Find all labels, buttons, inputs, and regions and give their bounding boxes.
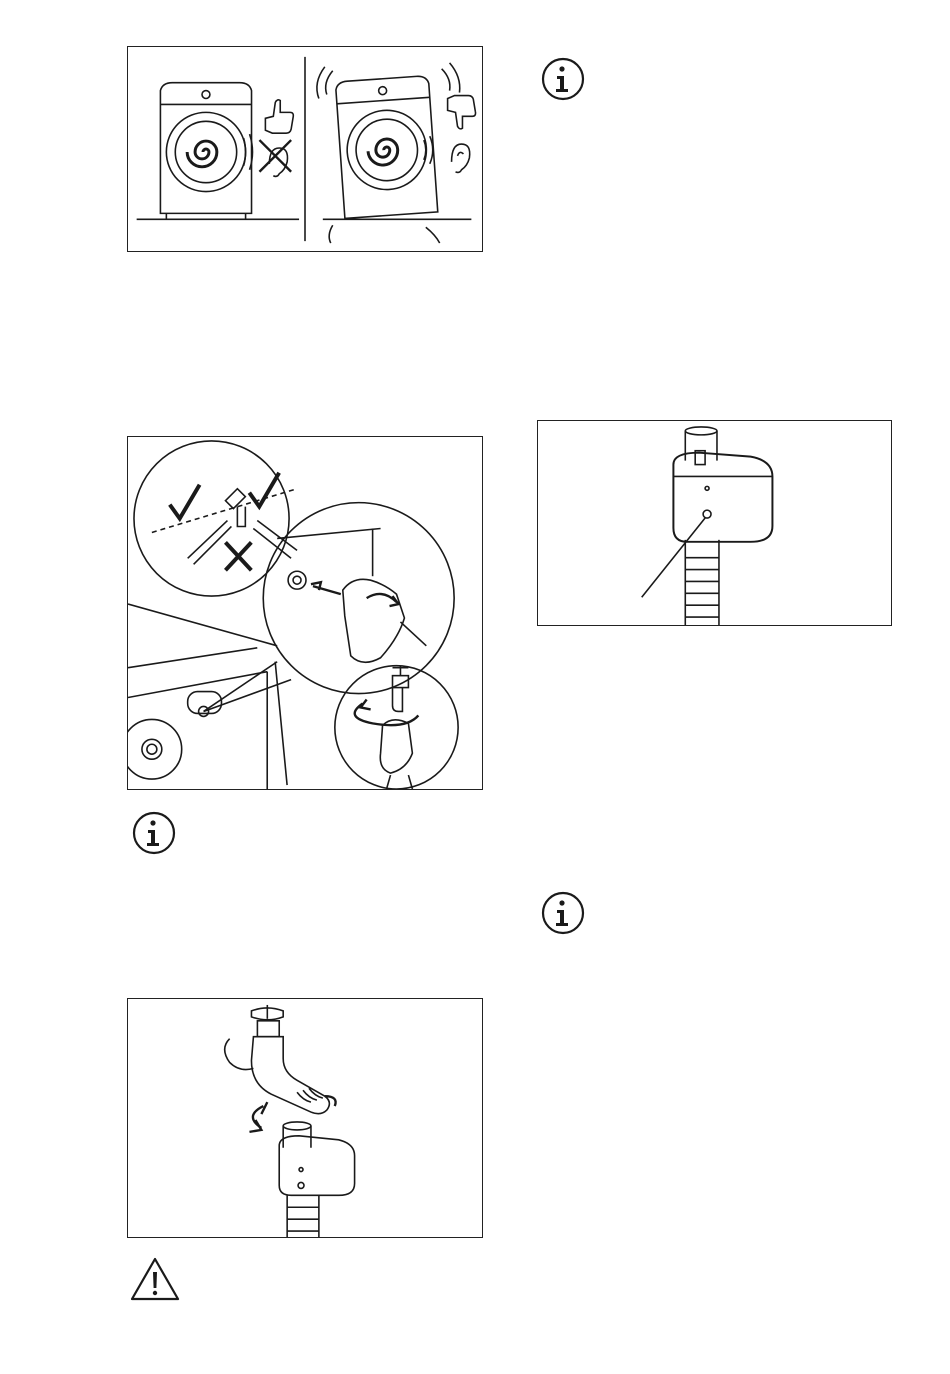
figure-inlet-hose-connection: [127, 436, 483, 790]
ear-icon: [452, 144, 470, 172]
cross-icon: [225, 542, 251, 570]
hose-connector-icon: [288, 571, 306, 589]
tap-icon: [225, 1005, 330, 1114]
check-icon: [249, 473, 279, 507]
washer-icon: [160, 83, 251, 220]
figure-washer-level: [127, 46, 483, 252]
check-icon: [170, 485, 200, 519]
tap-icon: [393, 666, 409, 712]
hose-valve-icon: [279, 1122, 354, 1237]
thumb-up-icon: [265, 100, 293, 133]
crossed-ear-icon: [259, 140, 291, 176]
info-icon: [540, 56, 586, 102]
info-icon: [540, 890, 586, 936]
hose-valve-illustration: [538, 421, 891, 625]
washer-level-illustration: [128, 47, 482, 251]
figure-hose-valve-detail: [537, 420, 892, 626]
info-icon: [131, 810, 177, 856]
thumb-down-icon: [448, 96, 476, 129]
warning-icon: [129, 1256, 181, 1302]
tap-connection-illustration: [128, 999, 482, 1237]
inlet-hose-illustration: [128, 437, 482, 789]
hose-valve-icon: [642, 427, 773, 625]
rotate-arrow-icon: [249, 1096, 335, 1132]
figure-tap-connection: [127, 998, 483, 1238]
